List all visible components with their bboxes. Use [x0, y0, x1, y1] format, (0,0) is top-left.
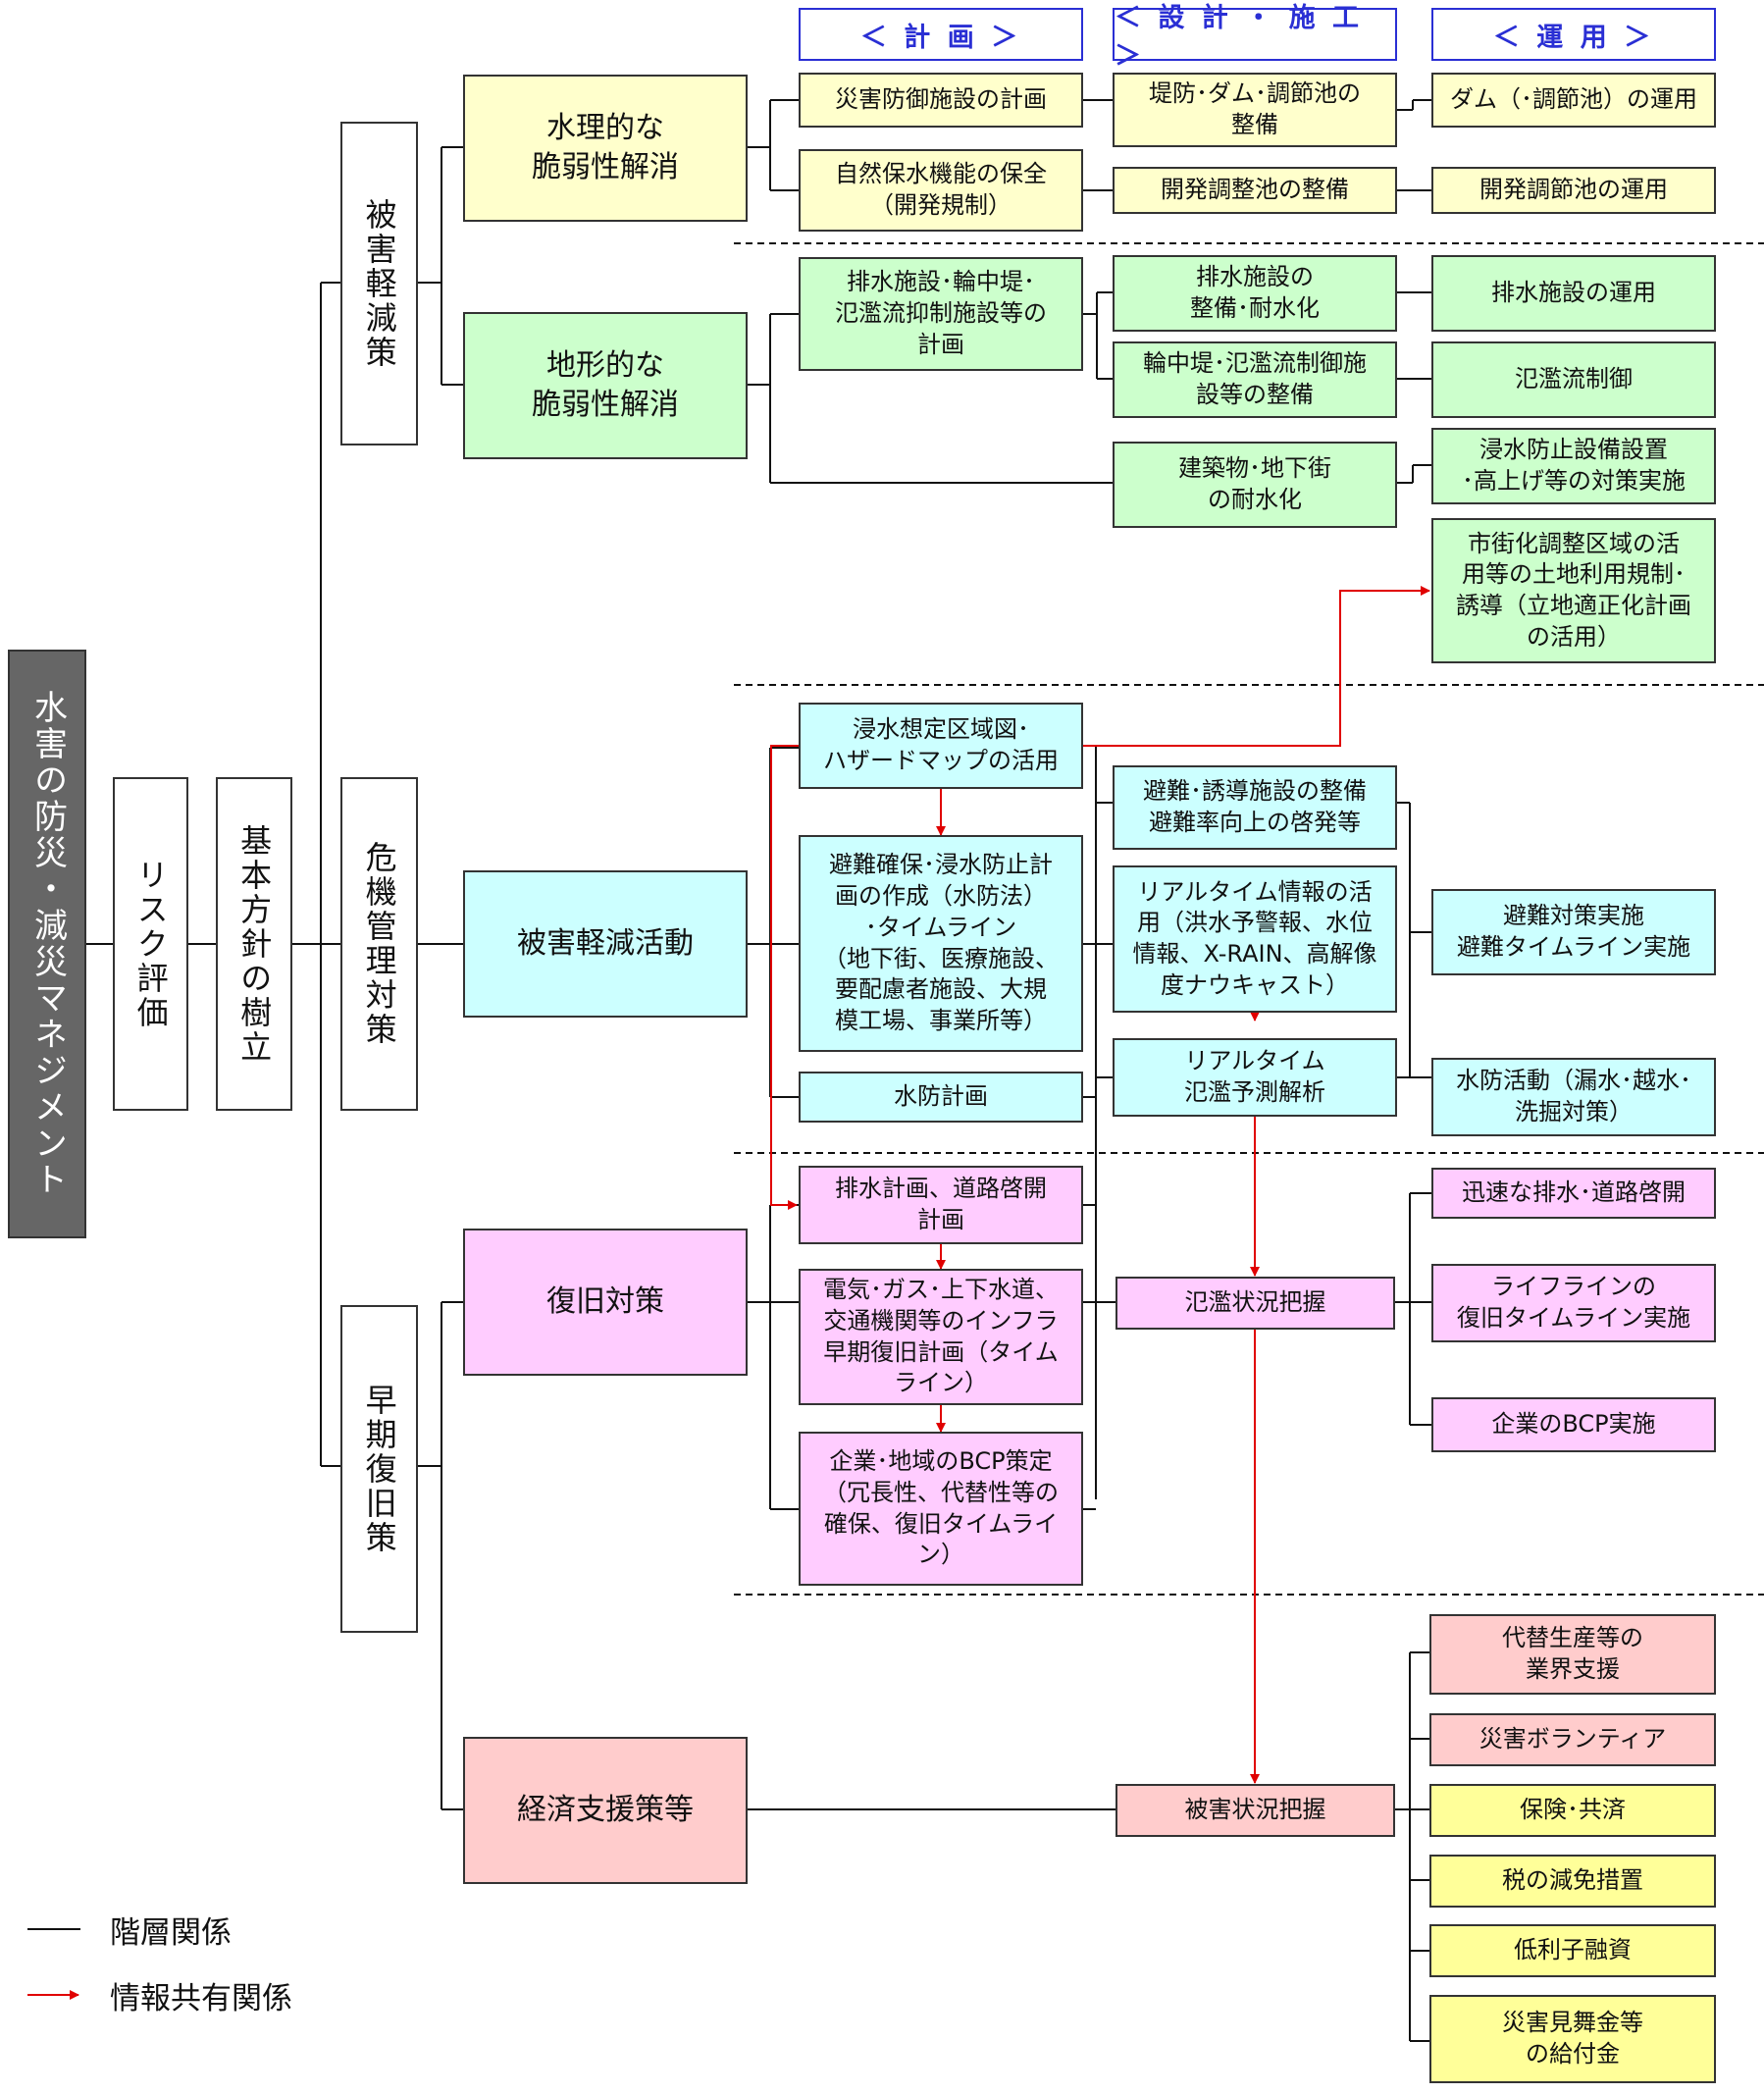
plan-p7: 排水計画、道路啓開 計画 [799, 1166, 1083, 1244]
design-d1: 堤防･ダム･調節池の 整備 [1113, 73, 1397, 147]
category-reduce: 被害軽減策 [340, 122, 418, 445]
risk-box: リスク評価 [113, 777, 188, 1111]
plan-p4: 浸水想定区域図･ ハザードマップの活用 [799, 703, 1083, 789]
design-d6: 避難･誘導施設の整備 避難率向上の啓発等 [1113, 765, 1397, 850]
operate-o10: ライフラインの 復旧タイムライン実施 [1431, 1264, 1716, 1342]
header-design: ＜ 設 計 ・ 施 工 ＞ [1113, 3, 1397, 72]
mid-economic: 経済支援策等 [463, 1737, 748, 1884]
legend-info-label: 情報共有関係 [110, 1981, 292, 2016]
design-d7: リアルタイム情報の活 用（洪水予警報、水位 情報、X-RAIN、高解像 度ナウキ… [1113, 865, 1397, 1013]
design-d3: 排水施設の 整備･耐水化 [1113, 255, 1397, 332]
operate-o17: 災害見舞金等 の給付金 [1429, 1995, 1716, 2083]
plan-p8: 電気･ガス･上下水道、 交通機関等のインフラ 早期復旧計画（タイム ライン） [799, 1269, 1083, 1405]
operate-o3: 排水施設の運用 [1431, 255, 1716, 332]
design-d4: 輪中堤･氾濫流制御施 設等の整備 [1113, 341, 1397, 418]
design-d8: リアルタイム 氾濫予測解析 [1113, 1038, 1397, 1117]
mid-terrain: 地形的な 脆弱性解消 [463, 312, 748, 459]
design-d5: 建築物･地下街 の耐水化 [1113, 442, 1397, 528]
operate-o8: 水防活動（漏水･越水･ 洗掘対策） [1431, 1058, 1716, 1136]
category-recovery: 早期復旧策 [340, 1305, 418, 1633]
plan-p1: 災害防御施設の計画 [799, 73, 1083, 128]
operate-o9: 迅速な排水･道路啓開 [1431, 1168, 1716, 1219]
plan-p2: 自然保水機能の保全 （開発規制） [799, 149, 1083, 232]
mid-activity: 被害軽減活動 [463, 870, 748, 1018]
operate-o15: 税の減免措置 [1429, 1855, 1716, 1908]
root-box: 水害の防災・減災マネジメント [8, 650, 86, 1238]
operate-o11: 企業のBCP実施 [1431, 1397, 1716, 1452]
operate-o1: ダム（･調節池）の運用 [1431, 73, 1716, 128]
operate-o4: 氾濫流制御 [1431, 341, 1716, 418]
operate-o14: 保険･共済 [1429, 1784, 1716, 1837]
operate-o2: 開発調節池の運用 [1431, 167, 1716, 214]
plan-p5: 避難確保･浸水防止計 画の作成（水防法） ･タイムライン （地下街、医療施設、 … [799, 835, 1083, 1052]
operate-o5: 浸水防止設備設置 ･高上げ等の対策実施 [1431, 428, 1716, 504]
mid-hydraulic: 水理的な 脆弱性解消 [463, 75, 748, 222]
operate-o16: 低利子融資 [1429, 1924, 1716, 1977]
operate-o13: 災害ボランティア [1429, 1713, 1716, 1766]
operate-o7: 避難対策実施 避難タイムライン実施 [1431, 889, 1716, 975]
mid-restore: 復旧対策 [463, 1229, 748, 1376]
legend-hierarchy-label: 階層関係 [110, 1915, 232, 1951]
design-d9: 氾濫状況把握 [1115, 1277, 1395, 1330]
design-d10: 被害状況把握 [1115, 1784, 1395, 1837]
plan-p6: 水防計画 [799, 1072, 1083, 1123]
operate-o6: 市街化調整区域の活 用等の土地利用規制･ 誘導（立地適正化計画 の活用） [1431, 518, 1716, 663]
header-plan: ＜ 計 画 ＞ [799, 8, 1083, 61]
policy-box: 基本方針の樹立 [216, 777, 292, 1111]
header-operate: ＜ 運 用 ＞ [1431, 8, 1716, 61]
plan-p3: 排水施設･輪中堤･ 氾濫流抑制施設等の 計画 [799, 257, 1083, 371]
design-d2: 開発調整池の整備 [1113, 167, 1397, 214]
plan-p9: 企業･地域のBCP策定 （冗長性、代替性等の 確保、復旧タイムライ ン） [799, 1432, 1083, 1586]
operate-o12: 代替生産等の 業界支援 [1429, 1614, 1716, 1695]
section-separators [734, 242, 1764, 1596]
category-crisis: 危機管理対策 [340, 777, 418, 1111]
info-arrows [27, 586, 1430, 2000]
